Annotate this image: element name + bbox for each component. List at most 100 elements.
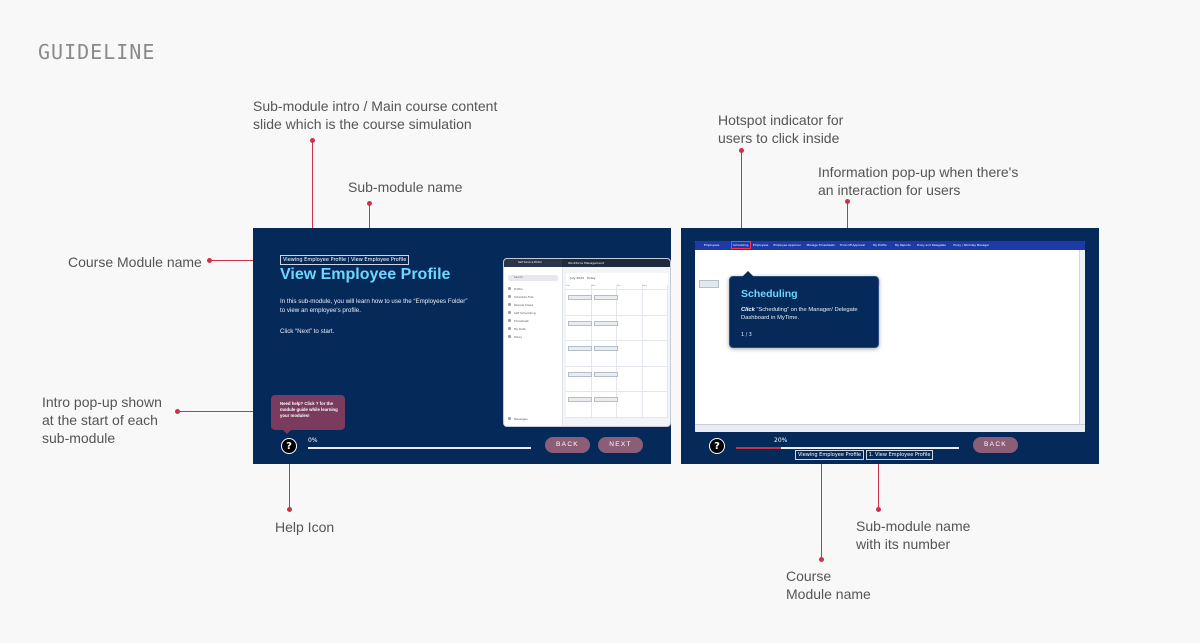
connector-course-module-bottom [821, 462, 823, 559]
connector-intro-popup [179, 411, 271, 413]
popup-title: Scheduling [741, 288, 798, 300]
course-module-name: Viewing Employee Profile [283, 257, 347, 263]
nav-item[interactable]: Manage Timesheets [806, 243, 835, 247]
connector-submodule-intro [312, 140, 314, 228]
nav-item[interactable]: Time Off Approval [839, 243, 865, 247]
annotation-help-icon: Help Icon [275, 519, 335, 535]
calendar-weekday: Mon [591, 285, 617, 290]
calendar-cell [642, 341, 668, 367]
calendar-cell [617, 315, 643, 342]
mock-header: Workforce Management [562, 259, 670, 267]
connector-dot [367, 201, 372, 206]
intro-help-popup: Need help? Click ? for the module guide … [271, 395, 345, 434]
progress-label: 20% [774, 437, 788, 444]
calendar-cell [566, 392, 592, 418]
connector-dot [207, 258, 212, 263]
popup-instruction: “Scheduling” on the Manager/ Delegate Da… [741, 307, 858, 321]
mock-menu-item: Self Scheduling [504, 309, 562, 317]
nav-item[interactable]: Proxy and Delegates [917, 243, 946, 247]
calendar-cell [591, 315, 618, 342]
calendar-event [568, 295, 592, 300]
popup-click-word: Click [741, 307, 755, 313]
progress-bar [736, 447, 959, 449]
connector-dot [845, 199, 850, 204]
calendar-cell [566, 290, 592, 316]
connector-dot [739, 148, 744, 153]
slide-body: In this sub-module, you will learn how t… [280, 298, 468, 314]
information-popup: Scheduling Click “Scheduling” on the Man… [729, 271, 879, 348]
connector-dot [287, 507, 292, 512]
calendar-cell [617, 341, 643, 367]
mock-footer-item: Messages [504, 415, 528, 423]
calendar-cell [642, 315, 668, 342]
mock-menu-item: My Data [504, 325, 562, 333]
calendar-cell [642, 290, 668, 316]
help-icon[interactable]: ? [281, 438, 297, 454]
calendar-cell [617, 366, 643, 393]
mock-menu-item: Timesheet [504, 317, 562, 325]
calendar-event [593, 397, 618, 403]
app-button [699, 280, 719, 288]
popup-body: Click “Scheduling” on the Manager/ Deleg… [741, 306, 876, 322]
nav-brand: Employees [704, 243, 720, 247]
connector-course-module [211, 260, 279, 262]
annotation-submodule-intro: Sub-module intro / Main course content s… [253, 98, 498, 132]
calendar-view: Today [586, 276, 596, 280]
hotspot-indicator[interactable] [731, 241, 751, 249]
submodule-name: View Employee Profile [350, 257, 407, 263]
nav-item[interactable]: Proxy / Workday Manager [953, 243, 990, 247]
calendar-cell [591, 290, 618, 316]
annotation-intro-popup: Intro pop-up shown at the start of each … [42, 394, 162, 446]
course-module-name: Viewing Employee Profile [795, 450, 865, 460]
connector-help-icon [289, 452, 291, 510]
connector-dot [876, 507, 881, 512]
intro-slide: Viewing Employee Profile | View Employee… [253, 228, 671, 464]
mock-logo: Self Service Portal [504, 259, 562, 267]
calendar-cell [642, 366, 668, 393]
popup-step: 1 / 3 [741, 333, 752, 338]
scrollbar[interactable] [1079, 250, 1085, 425]
back-button[interactable]: BACK [545, 437, 590, 453]
nav-item[interactable]: Employees [753, 243, 769, 247]
annotation-course-module-name: Course Module name [68, 254, 202, 270]
calendar-toolbar: July 2025 Today [570, 276, 596, 280]
calendar-cell [566, 341, 592, 367]
next-button[interactable]: NEXT [598, 437, 643, 453]
calendar-cell [617, 392, 643, 418]
nav-item[interactable]: My Profile [873, 243, 887, 247]
breadcrumb: Viewing Employee Profile 1. View Employe… [795, 450, 934, 460]
breadcrumb-separator: | [346, 257, 351, 263]
progress-fill [736, 447, 781, 449]
calendar-title: July 2025 [570, 276, 584, 280]
calendar-cell [642, 392, 668, 418]
nav-item[interactable]: My Reports [895, 243, 911, 247]
annotation-hotspot: Hotspot indicator for users to click ins… [718, 112, 844, 146]
calendar-event [593, 295, 618, 300]
help-icon[interactable]: ? [709, 438, 725, 454]
guideline-heading: GUIDELINE [38, 40, 156, 64]
back-button[interactable]: BACK [973, 437, 1018, 453]
app-nav-bar: Employees Scheduling Employees Employee App… [695, 241, 1085, 250]
annotation-submodule-name: Sub-module name [348, 179, 463, 195]
nav-item[interactable]: Employee Approval [773, 243, 801, 247]
nav-item-scheduling[interactable]: Scheduling [733, 243, 749, 247]
calendar-event [593, 320, 618, 326]
calendar-event [568, 397, 592, 403]
annotation-submodule-number: Sub-module name with its number [856, 518, 971, 552]
progress-bar [308, 447, 531, 449]
calendar-event [568, 346, 592, 352]
mock-menu-item: Schedule Hub [504, 293, 562, 301]
connector-dot [819, 557, 824, 562]
connector-submodule-number [878, 456, 880, 509]
annotation-course-module-name-bottom: Course Module name [786, 568, 871, 602]
submodule-name-numbered: 1. View Employee Profile [865, 450, 934, 460]
calendar-event [593, 346, 618, 352]
connector-dot [175, 409, 180, 414]
calendar-weekday: Wed [642, 285, 668, 290]
calendar-cell [591, 341, 618, 367]
